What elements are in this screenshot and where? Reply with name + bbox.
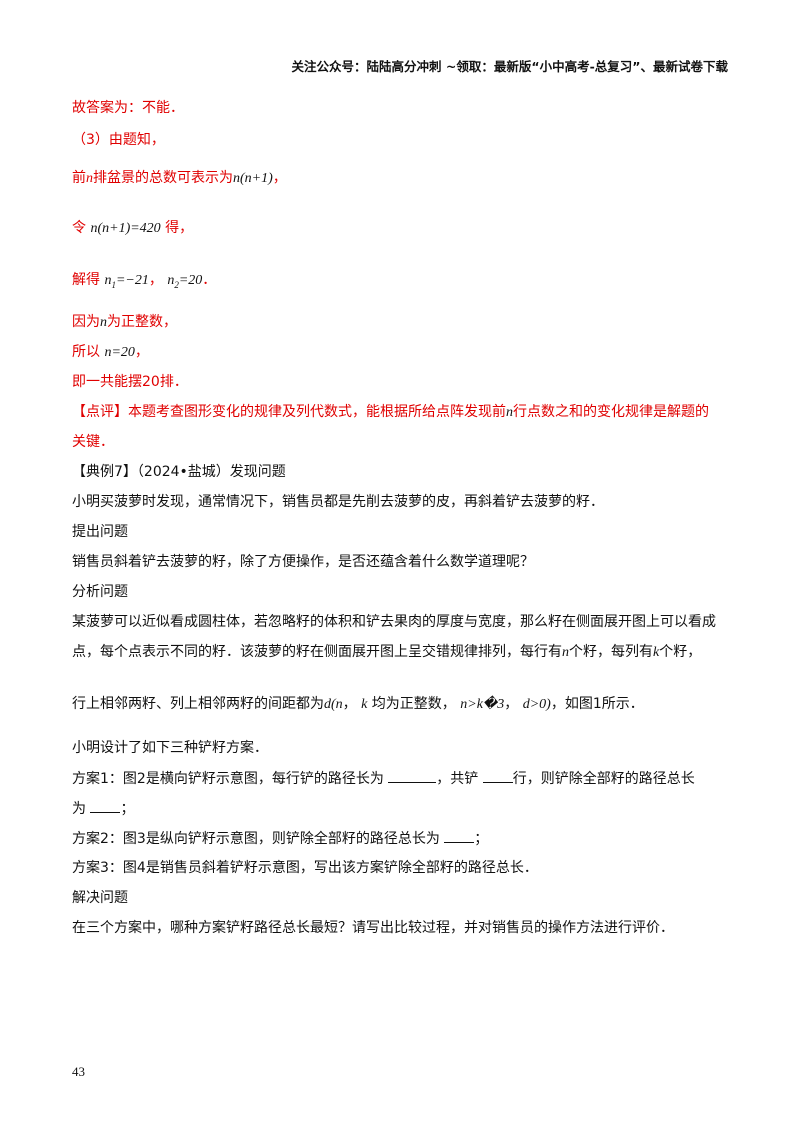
page-header: 关注公众号：陆陆高分冲刺 ~领取：最新版“小中高考-总复习”、最新试卷下载 bbox=[291, 59, 728, 74]
analyze-heading: 分析问题 bbox=[72, 584, 128, 600]
comment-line-1: 【点评】本题考查图形变化的规律及列代数式，能根据所给点阵发现前n行点数之和的变化… bbox=[72, 404, 709, 420]
comment-line-2: 关键． bbox=[72, 434, 114, 450]
equation-line: 令 n(n+1)=420 得， bbox=[72, 220, 194, 236]
analysis-line-3: 行上相邻两籽、列上相邻两籽的间距都为d(n， k 均为正整数， n>k�3， d… bbox=[72, 696, 644, 712]
solve-heading: 解决问题 bbox=[72, 890, 128, 906]
plan-2-blank-total[interactable] bbox=[444, 828, 475, 843]
plan-3-line: 方案3：图4是销售员斜着铲籽示意图，写出该方案铲除全部籽的路径总长． bbox=[72, 860, 538, 876]
solve-text: 在三个方案中，哪种方案铲籽路径总长最短？请写出比较过程，并对销售员的操作方法进行… bbox=[72, 920, 674, 936]
analysis-line-1: 某菠萝可以近似看成圆柱体，若忽略籽的体积和铲去果肉的厚度与宽度，那么籽在侧面展开… bbox=[72, 614, 716, 630]
plans-intro: 小明设计了如下三种铲籽方案． bbox=[72, 740, 268, 756]
plan-1-line-2: 为 ； bbox=[72, 798, 134, 819]
therefore-line: 所以 n=20， bbox=[72, 344, 149, 360]
analysis-line-2: 点，每个点表示不同的籽．该菠萝的籽在侧面展开图上呈交错规律排列，每行有n个籽，每… bbox=[72, 644, 702, 660]
step-3-line: （3）由题知， bbox=[72, 132, 165, 148]
pose-question-heading: 提出问题 bbox=[72, 524, 128, 540]
total-expression-line: 前n排盆景的总数可表示为n(n+1)， bbox=[72, 170, 287, 186]
plan-1-line: 方案1：图2是横向铲籽示意图，每行铲的路径长为 ，共铲 行，则铲除全部籽的路径总… bbox=[72, 768, 695, 789]
answer-line: 故答案为：不能． bbox=[72, 100, 184, 116]
plan-1-blank-rows[interactable] bbox=[482, 768, 513, 783]
solution-line: 解得 n1=−21， n2=20． bbox=[72, 272, 217, 290]
plan-1-blank-total[interactable] bbox=[90, 798, 121, 813]
page-number: 43 bbox=[72, 1064, 85, 1079]
question-text: 销售员斜着铲去菠萝的籽，除了方便操作，是否还蕴含着什么数学道理呢？ bbox=[72, 554, 534, 570]
example-title: 【典例7】（2024•盐城）发现问题 bbox=[72, 464, 286, 480]
positive-integer-line: 因为n为正整数， bbox=[72, 314, 177, 330]
conclusion-line: 即一共能摆20排． bbox=[72, 374, 188, 390]
plan-2-line: 方案2：图3是纵向铲籽示意图，则铲除全部籽的路径总长为 ； bbox=[72, 828, 488, 849]
plan-1-blank-path[interactable] bbox=[388, 768, 437, 783]
discover-text: 小明买菠萝时发现，通常情况下，销售员都是先削去菠萝的皮，再斜着铲去菠萝的籽． bbox=[72, 494, 604, 510]
